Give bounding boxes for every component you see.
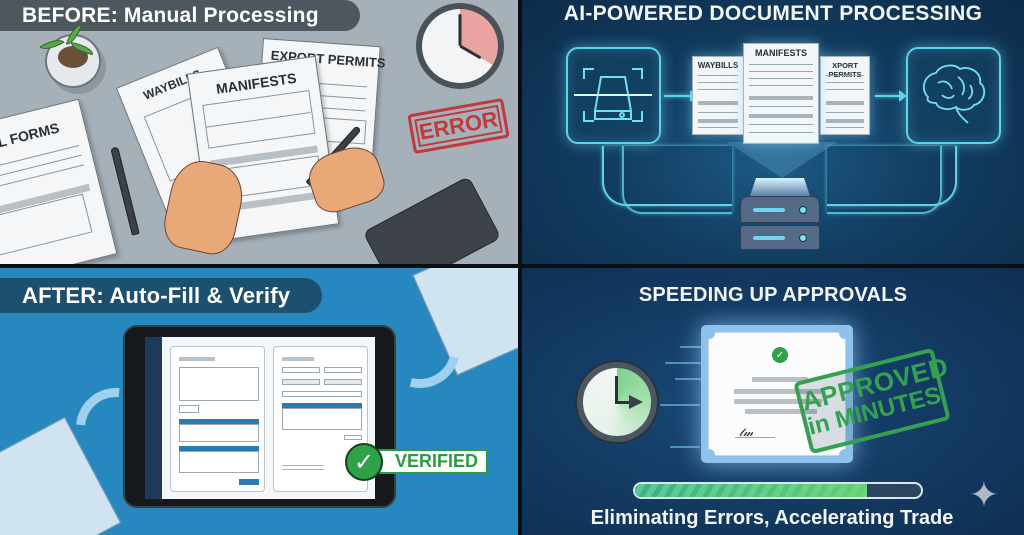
doc-card-export-permits: XPORT PERMITS	[820, 56, 870, 135]
doc-card-manifests: MANIFESTS	[743, 43, 819, 144]
speed-line	[675, 378, 701, 380]
arrow-right-icon	[875, 90, 907, 102]
error-stamp: ERROR	[407, 97, 510, 155]
data-flow-left	[622, 146, 732, 214]
clock-icon	[416, 3, 504, 89]
server-icon	[740, 196, 820, 223]
server-top	[750, 178, 810, 196]
progress-fill	[635, 484, 867, 497]
panel-title-after: AFTER: Auto-Fill & Verify	[0, 278, 322, 313]
sparkle-icon: ✦	[968, 474, 1000, 515]
signature: 𝓉𝓂	[739, 425, 754, 439]
scanner-icon	[566, 47, 661, 144]
signature-line	[735, 437, 775, 438]
server-unit	[740, 225, 820, 250]
panel-title-ai: AI-POWERED DOCUMENT PROCESSING	[563, 2, 983, 25]
arrow-right-icon	[664, 90, 698, 102]
data-flow-right	[827, 146, 957, 206]
certificate-icon: ✓ 𝓉𝓂	[701, 325, 853, 463]
speed-line	[660, 404, 700, 406]
doc-card-label: WAYBILLS	[697, 61, 739, 70]
speed-line	[665, 362, 701, 364]
projection-beam	[727, 142, 837, 178]
tablet-screen	[145, 337, 375, 499]
brain-icon	[906, 47, 1001, 144]
scanner-glyph	[574, 68, 652, 122]
tablet-sidebar	[145, 337, 162, 499]
pen-icon	[110, 146, 140, 236]
data-flow-left	[602, 146, 732, 206]
speed-line	[670, 446, 700, 448]
checkmark-icon: ✓	[345, 443, 383, 481]
speed-line	[680, 346, 702, 348]
doc-card-waybills: WAYBILLS	[692, 56, 744, 135]
document-forms: AL FORMS	[0, 98, 118, 264]
panel-before-manual: AL FORMS WAYBILLS EXPORT PERMITS MANIFES…	[0, 0, 518, 264]
brain-glyph	[922, 64, 986, 124]
tablet-icon	[123, 325, 396, 508]
data-flow-right	[827, 146, 942, 214]
verified-badge: VERIFIED ✓	[345, 443, 488, 481]
doc-card-label: MANIFESTS	[754, 48, 807, 58]
progress-bar	[633, 482, 923, 499]
verified-label: VERIFIED	[363, 449, 488, 474]
panel-title-before: BEFORE: Manual Processing	[0, 0, 360, 31]
panel-ai-processing: AI-POWERED DOCUMENT PROCESSING WAYBILLS …	[522, 0, 1024, 264]
stopwatch-icon	[577, 362, 657, 442]
form-panel-left	[170, 346, 265, 492]
panel-title-approvals: SPEEDING UP APPROVALS	[638, 284, 908, 306]
award-ribbon-icon: ✓	[772, 347, 788, 363]
document-label: AL FORMS	[0, 119, 61, 153]
footer-tagline: Eliminating Errors, Accelerating Trade	[590, 507, 954, 529]
doc-card-label: XPORT PERMITS	[828, 61, 861, 79]
